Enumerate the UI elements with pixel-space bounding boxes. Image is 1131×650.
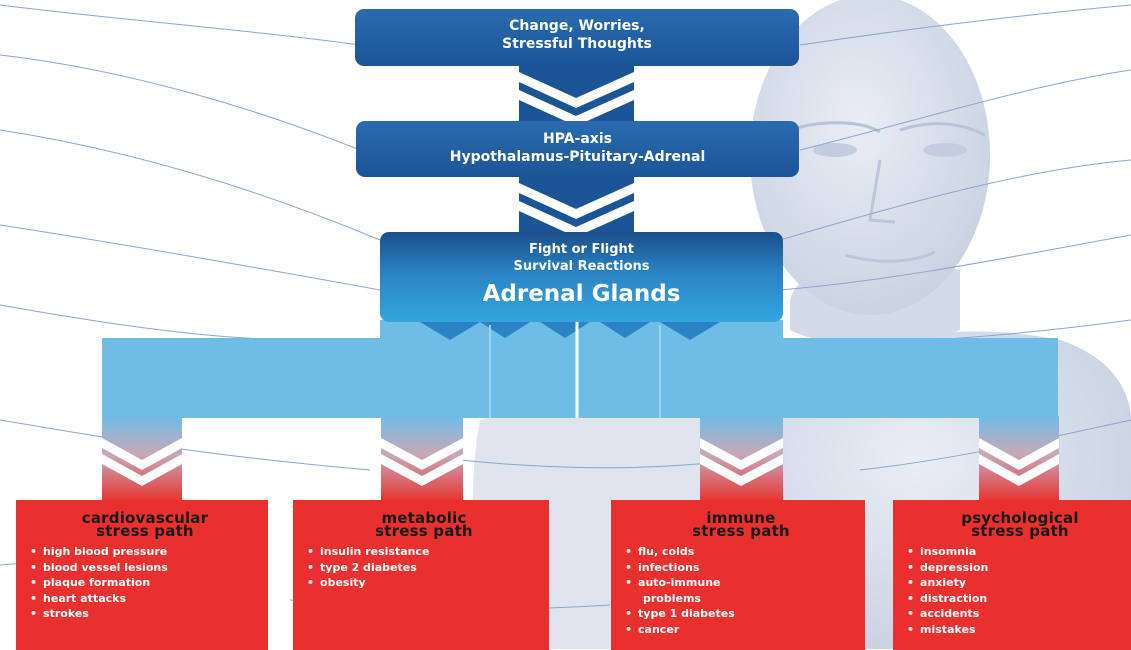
nerve-line bbox=[0, 420, 370, 470]
arrow-hpa-to-fight bbox=[519, 177, 634, 237]
list-item: plaque formation bbox=[30, 575, 260, 591]
nerve-line bbox=[0, 55, 360, 150]
list-item: insomnia bbox=[907, 544, 1131, 560]
stem-metabolic bbox=[381, 416, 463, 502]
immune-path-box: immune stress path flu, colds infections… bbox=[611, 500, 865, 650]
survival-reactions-label: Survival Reactions bbox=[380, 258, 783, 275]
list-item: infections bbox=[625, 560, 857, 576]
list-item: obesity bbox=[307, 575, 541, 591]
list-item-continuation: problems bbox=[625, 591, 857, 607]
list-item: blood vessel lesions bbox=[30, 560, 260, 576]
hpa-line-1: HPA-axis bbox=[356, 130, 799, 148]
adrenal-glands-box: Fight or Flight Survival Reactions Adren… bbox=[380, 232, 783, 322]
list-item: cancer bbox=[625, 622, 857, 638]
branch-left bbox=[102, 338, 408, 418]
effects-list: flu, colds infections auto-immune proble… bbox=[625, 544, 857, 637]
adrenal-glands-label: Adrenal Glands bbox=[380, 279, 783, 309]
list-item: heart attacks bbox=[30, 591, 260, 607]
list-item: accidents bbox=[907, 606, 1131, 622]
nerve-line bbox=[0, 305, 380, 341]
metabolic-path-box: metabolic stress path insulin resistance… bbox=[293, 500, 549, 650]
list-item: high blood pressure bbox=[30, 544, 260, 560]
list-item: flu, colds bbox=[625, 544, 857, 560]
list-item: type 2 diabetes bbox=[307, 560, 541, 576]
stem-immune bbox=[700, 416, 783, 502]
path-title-line-2: stress path bbox=[307, 525, 541, 538]
fight-or-flight-label: Fight or Flight bbox=[380, 241, 783, 258]
list-item: type 1 diabetes bbox=[625, 606, 857, 622]
path-title-line-2: stress path bbox=[625, 525, 857, 538]
hpa-line-2: Hypothalamus-Pituitary-Adrenal bbox=[356, 148, 799, 166]
nerve-line bbox=[0, 5, 360, 45]
list-item: depression bbox=[907, 560, 1131, 576]
effects-list: insomnia depression anxiety distraction … bbox=[907, 544, 1131, 637]
arrow-top-to-hpa bbox=[519, 66, 634, 126]
list-item: auto-immune bbox=[625, 575, 857, 591]
stem-cardiovascular bbox=[102, 416, 182, 502]
list-item: distraction bbox=[907, 591, 1131, 607]
effects-list: high blood pressure blood vessel lesions… bbox=[30, 544, 260, 622]
branch-hub bbox=[380, 320, 783, 418]
hpa-axis-box: HPA-axis Hypothalamus-Pituitary-Adrenal bbox=[356, 121, 799, 177]
path-title-line-2: stress path bbox=[907, 525, 1131, 538]
list-item: mistakes bbox=[907, 622, 1131, 638]
psychological-path-box: psychological stress path insomnia depre… bbox=[893, 500, 1131, 650]
list-item: strokes bbox=[30, 606, 260, 622]
effects-list: insulin resistance type 2 diabetes obesi… bbox=[307, 544, 541, 591]
eye-right bbox=[923, 143, 967, 157]
stem-psychological bbox=[979, 416, 1059, 502]
list-item: insulin resistance bbox=[307, 544, 541, 560]
nerve-line bbox=[0, 225, 380, 290]
list-item: anxiety bbox=[907, 575, 1131, 591]
nerve-line bbox=[0, 130, 380, 240]
stressor-line-2: Stressful Thoughts bbox=[355, 35, 799, 53]
stressor-line-1: Change, Worries, bbox=[355, 17, 799, 35]
branch-right bbox=[783, 338, 1058, 418]
cardiovascular-path-box: cardiovascular stress path high blood pr… bbox=[16, 500, 268, 650]
path-title-line-2: stress path bbox=[30, 525, 260, 538]
stressor-box: Change, Worries, Stressful Thoughts bbox=[355, 9, 799, 66]
